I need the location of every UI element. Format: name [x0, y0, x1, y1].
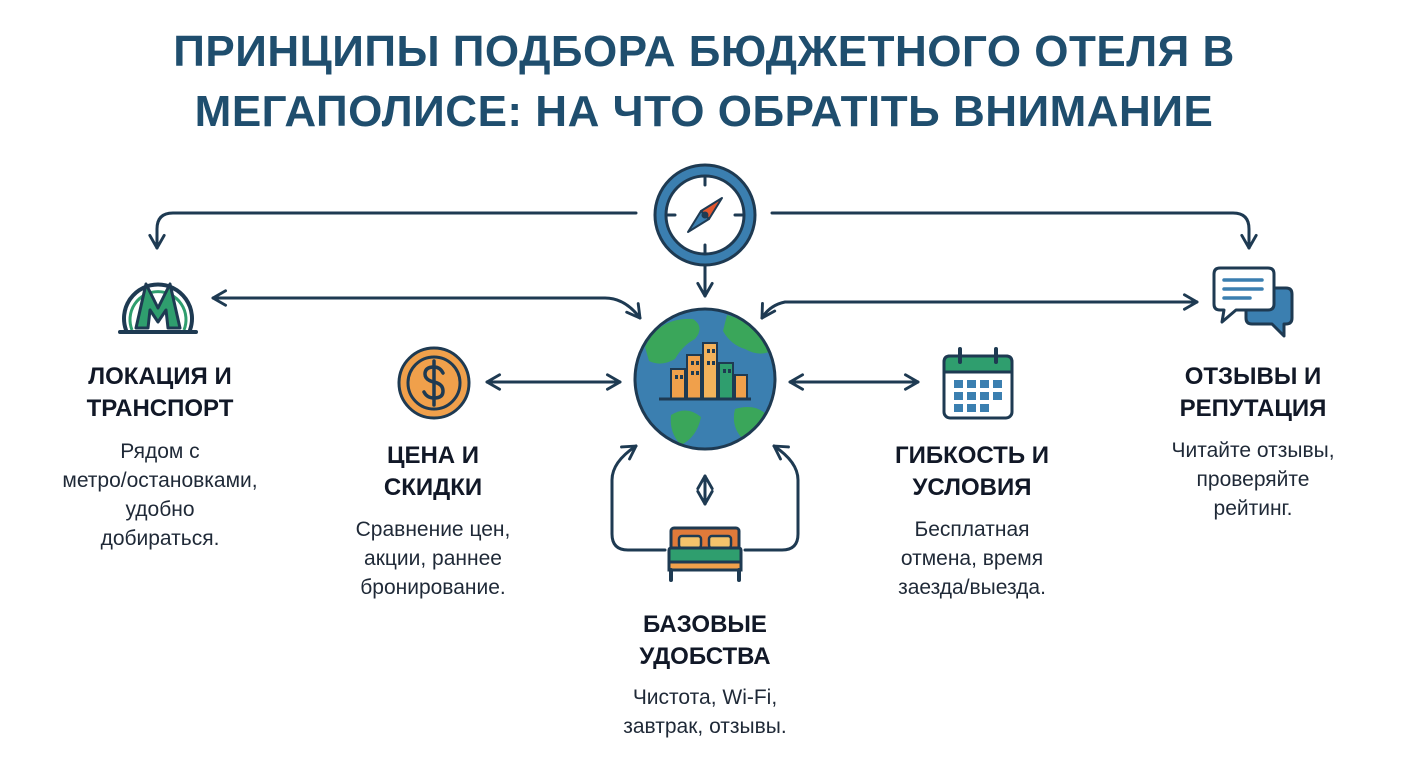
amenities-desc-line-1: Чистота, Wi-Fi,: [632, 686, 778, 709]
flexibility-desc-line-2: отмена, время: [900, 547, 1044, 570]
location-desc-line-4: добираться.: [100, 527, 220, 550]
arrow-compass-to-reviews: [770, 211, 1258, 250]
reviews-desc-line-1: Читайте отзывы,: [1171, 439, 1335, 462]
amenities-desc-line-2: завтрак, отзывы.: [623, 715, 787, 738]
flexibility-desc-line-3: заезда/выезда.: [898, 576, 1046, 599]
price-desc-line-1: Сравнение цен,: [355, 518, 511, 541]
arrow-bed-to-globe-left: [610, 444, 667, 552]
flexibility-heading-line-2: УСЛОВИЯ: [912, 474, 1032, 501]
amenities-heading-line-2: УДОБСТВА: [639, 643, 771, 670]
price-heading-line-2: СКИДКИ: [383, 474, 483, 501]
location-desc-line-1: Рядом с: [120, 440, 200, 463]
dollar-coin-icon: [397, 346, 471, 420]
flexibility-description: Бесплатная отмена, время заезда/выезда.: [857, 515, 1087, 602]
globe-city-icon: [633, 307, 777, 451]
location-description: Рядом с метро/остановками, удобно добира…: [20, 437, 300, 553]
amenities-heading-line-1: БАЗОВЫЕ: [643, 611, 767, 638]
reviews-heading-line-1: ОТЗЫВЫ И: [1184, 363, 1322, 390]
flexibility-heading: ГИБКОСТЬ И УСЛОВИЯ: [862, 440, 1082, 504]
reviews-desc-line-2: проверяйте: [1196, 468, 1310, 491]
price-description: Сравнение цен, акции, раннее бронировани…: [323, 515, 543, 602]
price-desc-line-3: бронирование.: [360, 576, 506, 599]
arrow-location-globe: [211, 289, 642, 320]
bed-icon: [667, 526, 743, 582]
price-desc-line-2: акции, раннее: [364, 547, 502, 570]
reviews-description: Читайте отзывы, проверяйте рейтинг.: [1133, 436, 1373, 523]
location-heading-line-1: ЛОКАЦИЯ И: [88, 363, 232, 390]
compass-icon: [653, 163, 757, 267]
reviews-desc-line-3: рейтинг.: [1213, 497, 1293, 520]
location-desc-line-3: удобно: [125, 498, 195, 521]
chat-bubbles-icon: [1212, 266, 1294, 338]
price-heading: ЦЕНА И СКИДКИ: [333, 440, 533, 504]
amenities-description: Чистота, Wi-Fi, завтрак, отзывы.: [585, 683, 825, 741]
metro-icon: [118, 282, 198, 334]
arrow-bed-to-globe-right: [743, 444, 800, 552]
location-heading-line-2: ТРАНСПОРТ: [86, 395, 234, 422]
arrow-compass-to-location: [148, 211, 638, 250]
page-title-line-2: МЕГАПОЛИСЕ: НА ЧТО ОБРАТIТЬ ВНИМАНИЕ: [194, 87, 1214, 136]
reviews-heading-line-2: РЕПУТАЦИЯ: [1179, 395, 1327, 422]
amenities-heading: БАЗОВЫЕ УДОБСТВА: [595, 609, 815, 673]
flexibility-desc-line-1: Бесплатная: [914, 518, 1030, 541]
arrow-reviews-globe: [760, 293, 1199, 320]
calendar-icon: [942, 347, 1014, 420]
location-desc-line-2: метро/остановками,: [62, 469, 258, 492]
page-title-line-1: ПРИНЦИПЫ ПОДБОРА БЮДЖЕТНОГО ОТЕЛЯ В: [173, 27, 1235, 76]
location-heading: ЛОКАЦИЯ И ТРАНСПОРТ: [40, 361, 280, 425]
price-heading-line-1: ЦЕНА И: [386, 442, 480, 469]
reviews-heading: ОТЗЫВЫ И РЕПУТАЦИЯ: [1133, 361, 1373, 425]
flexibility-heading-line-1: ГИБКОСТЬ И: [895, 442, 1049, 469]
